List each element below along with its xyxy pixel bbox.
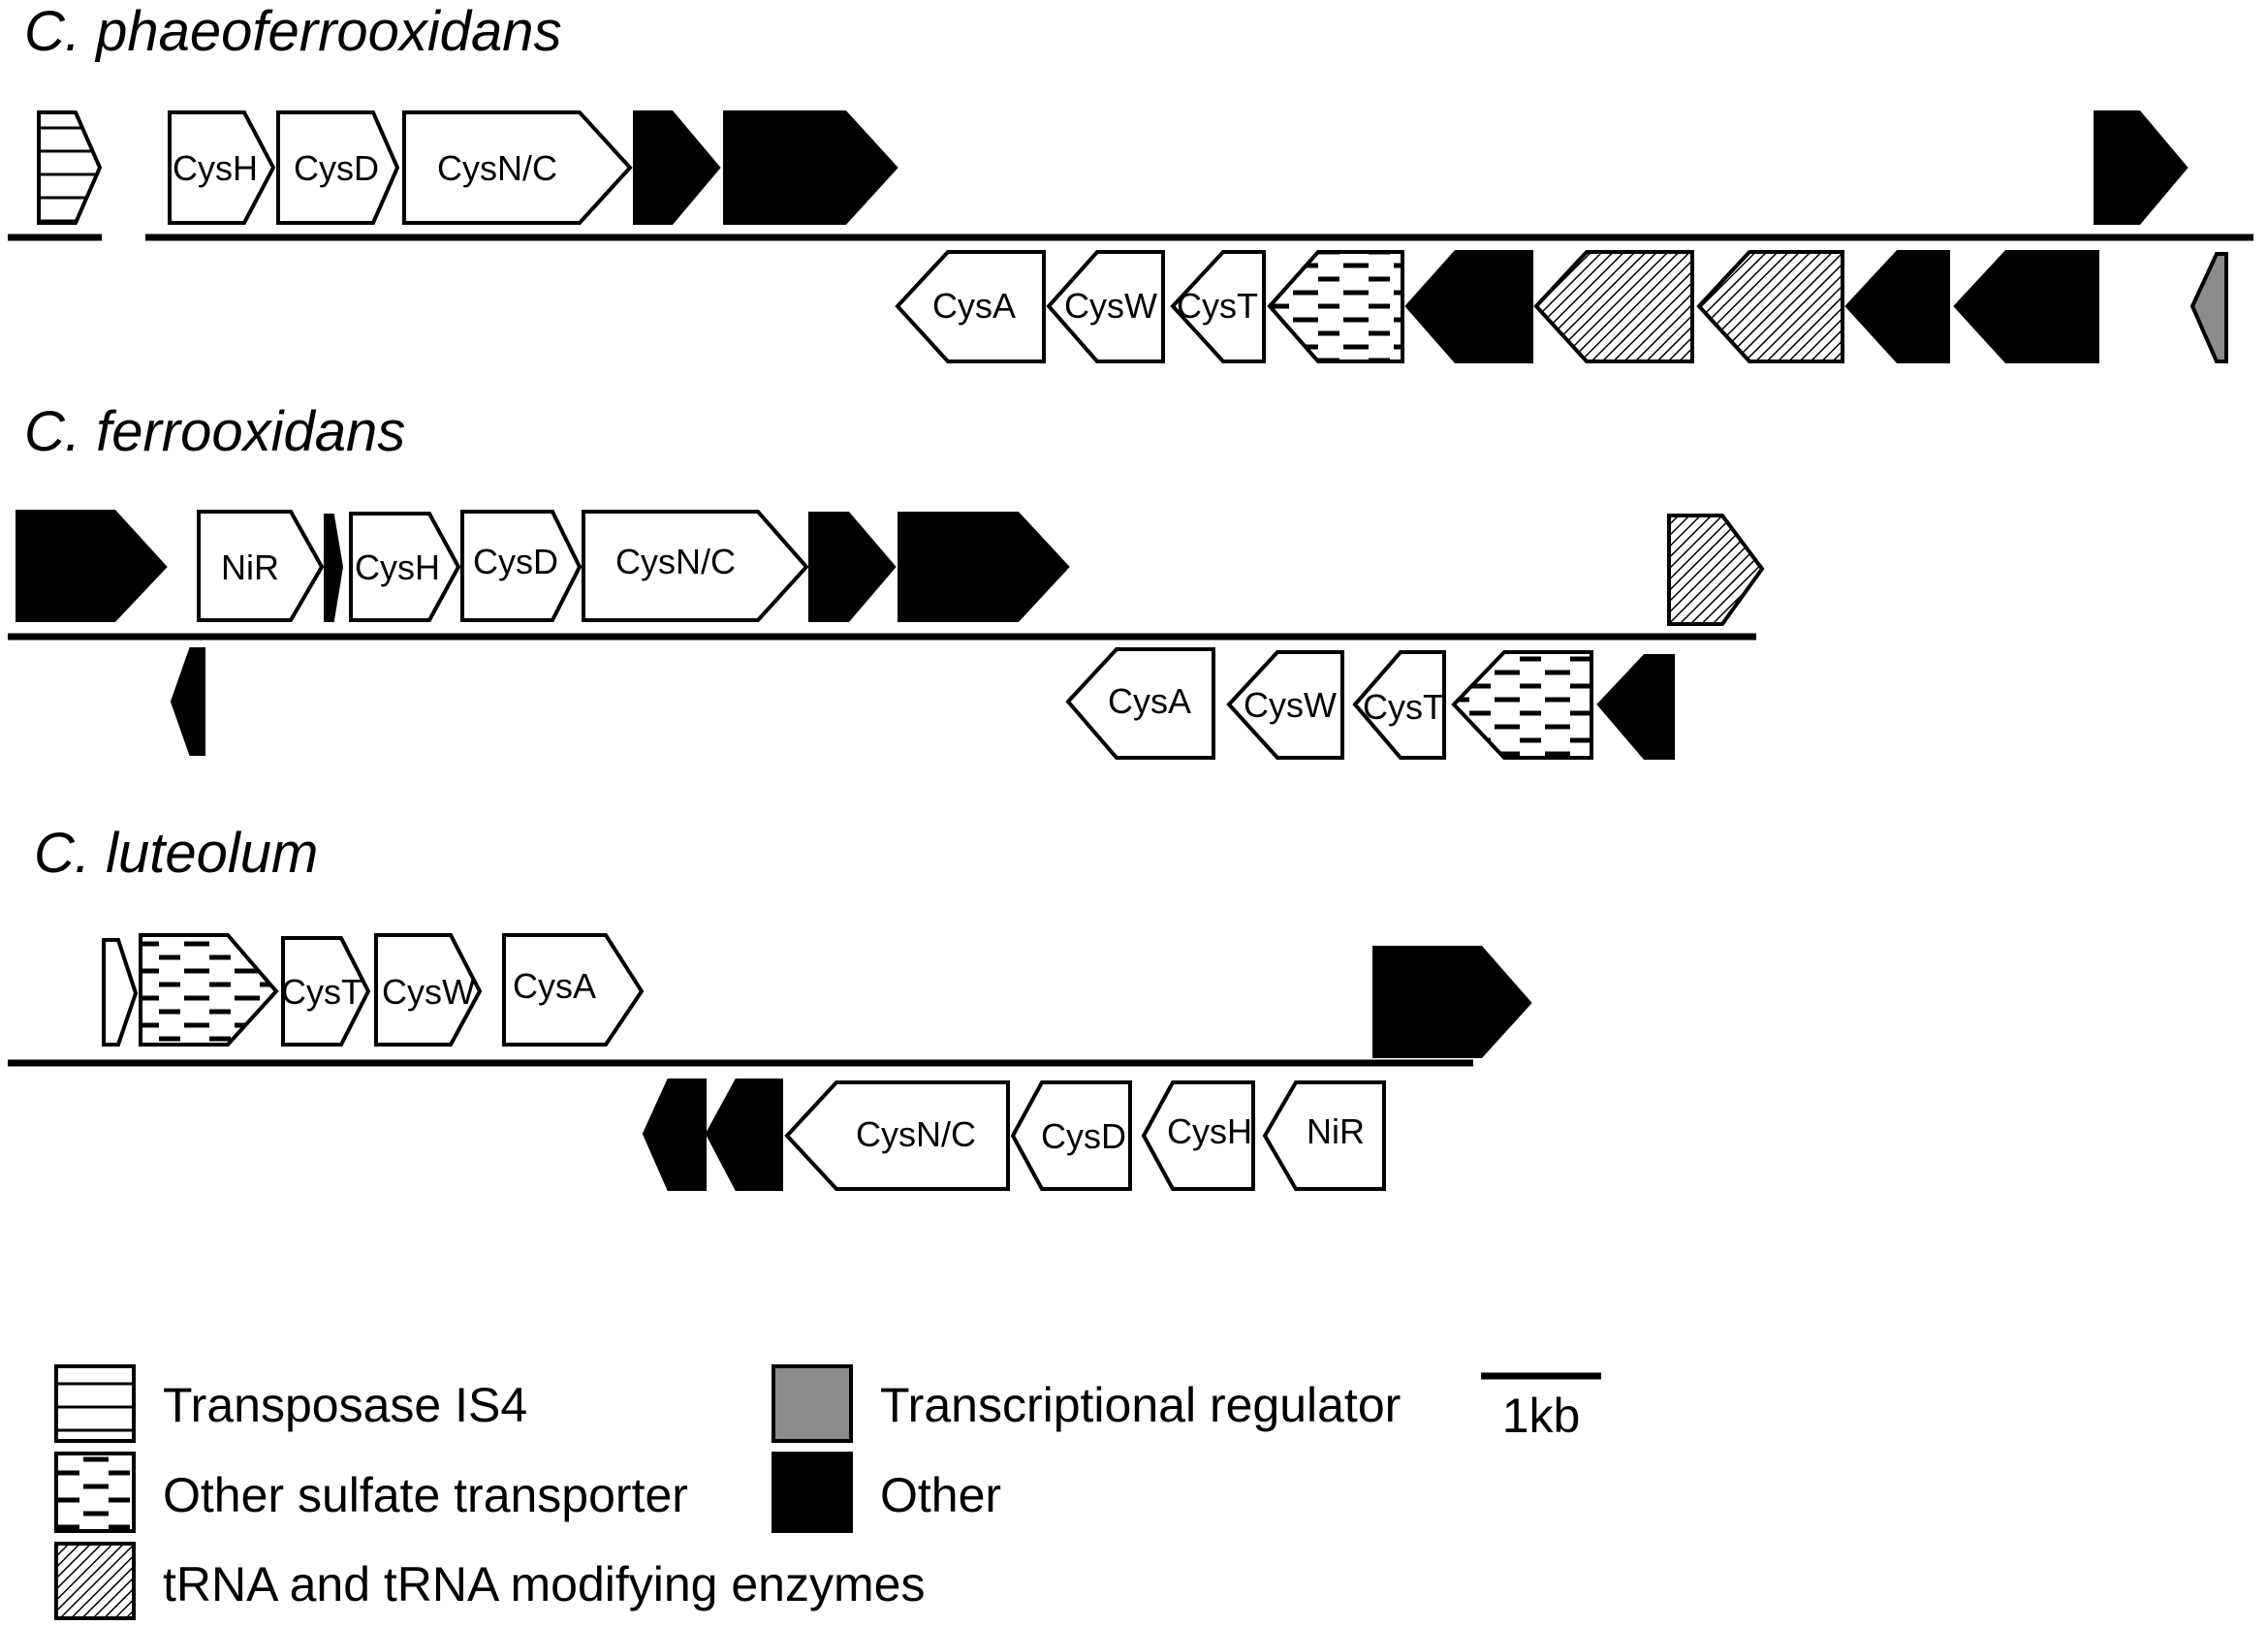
gene-cysh: CysH	[1141, 1080, 1255, 1191]
gene-transposase	[37, 110, 103, 225]
gene-label: CysA	[1108, 681, 1191, 721]
gene-cysn-c: CysN/C	[582, 510, 809, 622]
legend: Transposase IS4 Other sulfate transporte…	[54, 1364, 1601, 1620]
organism-title: C. phaeoferrooxidans	[24, 0, 562, 63]
legend-swatch	[772, 1452, 853, 1533]
gene-other	[898, 512, 1070, 622]
gene-other	[1844, 250, 1950, 363]
gene-label: CysN/C	[437, 148, 557, 188]
gene-sulfate-transporter	[139, 933, 279, 1047]
gene-label: CysD	[473, 542, 558, 581]
gene-other	[642, 1079, 707, 1191]
gene-cysd: CysD	[276, 110, 400, 225]
legend-label: Other	[880, 1468, 1001, 1522]
gene-label: CysT	[1177, 286, 1258, 326]
gene-other	[16, 510, 168, 622]
gene-label: CysN/C	[615, 542, 736, 581]
gene-cysd: CysD	[460, 510, 583, 622]
gene-other	[170, 647, 205, 756]
organism-c-ferrooxidans: C. ferrooxidans NiR CysH CysD CysN/C	[8, 400, 1765, 760]
gene-sulfate-transporter	[1451, 650, 1593, 760]
scale-bar: 1kb	[1481, 1372, 1601, 1443]
gene-cysh: CysH	[168, 110, 276, 225]
gene-cysa: CysA	[895, 250, 1046, 363]
gene-label: CysH	[355, 547, 440, 587]
gene-label: CysH	[1167, 1111, 1252, 1151]
gene-label: CysA	[513, 966, 596, 1006]
gene-other	[808, 512, 897, 622]
gene-other	[1596, 654, 1675, 760]
gene-label: CysT	[281, 972, 362, 1012]
gene-label: CysH	[173, 148, 258, 188]
gene-cysn-c: CysN/C	[784, 1080, 1010, 1191]
gene-other	[1404, 250, 1533, 363]
gene-sulfate-transporter	[1267, 250, 1404, 363]
gene-other	[1953, 250, 2099, 363]
gene-other	[1372, 946, 1532, 1058]
gene-cysw: CysW	[374, 933, 483, 1047]
scale-bar-label: 1kb	[1502, 1389, 1581, 1443]
gene-cysw: CysW	[1046, 250, 1165, 363]
gene-label: CysW	[1064, 286, 1157, 326]
legend-label: Transcriptional regulator	[880, 1378, 1401, 1432]
gene-other	[324, 514, 344, 622]
gene-cyst: CysT	[281, 936, 371, 1047]
legend-item-trna: tRNA and tRNA modifying enzymes	[54, 1542, 925, 1620]
gene-other	[633, 110, 721, 225]
legend-item-transcriptional-regulator: Transcriptional regulator	[772, 1364, 1401, 1443]
legend-item-transposase: Transposase IS4	[54, 1364, 527, 1443]
gene-label: CysW	[382, 972, 475, 1012]
gene-cysa: CysA	[1065, 647, 1215, 760]
gene-label: CysD	[294, 148, 379, 188]
gene-label: CysA	[932, 286, 1016, 326]
legend-label: tRNA and tRNA modifying enzymes	[163, 1557, 925, 1611]
gene-cyst: CysT	[1170, 250, 1266, 363]
legend-swatch	[54, 1452, 136, 1533]
gene-nir: NiR	[1262, 1080, 1386, 1191]
organism-title: C. luteolum	[34, 822, 318, 885]
legend-label: Other sulfate transporter	[163, 1468, 688, 1522]
gene-label: CysT	[1363, 687, 1444, 727]
gene-label: NiR	[1307, 1111, 1365, 1151]
gene-cysn-c: CysN/C	[402, 110, 633, 225]
organism-c-luteolum: C. luteolum CysT CysW CysA	[8, 822, 1532, 1191]
gene-other	[723, 110, 898, 225]
gene-cysd: CysD	[1010, 1080, 1132, 1191]
gene-cysw: CysW	[1226, 650, 1344, 760]
legend-item-sulfate-transporter: Other sulfate transporter	[54, 1452, 688, 1533]
legend-label: Transposase IS4	[163, 1378, 527, 1432]
gene-cysa: CysA	[502, 933, 645, 1047]
legend-swatch	[54, 1542, 136, 1620]
organism-title: C. ferrooxidans	[24, 400, 405, 463]
gene-trna	[1667, 514, 1765, 626]
legend-item-other: Other	[772, 1452, 1001, 1533]
gene-trna	[1696, 250, 1844, 363]
legend-swatch	[772, 1364, 853, 1443]
gene-label: CysD	[1041, 1116, 1126, 1156]
organism-c-phaeoferrooxidans: C. phaeoferrooxidans CysH CysD CysN/C	[8, 0, 2253, 363]
gene-transcriptional-regulator	[2189, 252, 2228, 363]
gene-label: NiR	[221, 547, 279, 587]
gene-other	[705, 1079, 783, 1191]
gene-other	[2094, 110, 2189, 225]
gene-small	[102, 938, 139, 1047]
gene-cyst: CysT	[1352, 650, 1446, 760]
gene-label: CysW	[1244, 685, 1337, 725]
gene-cysh: CysH	[349, 512, 461, 622]
gene-label: CysN/C	[856, 1114, 976, 1154]
legend-swatch	[54, 1364, 136, 1443]
gene-nir: NiR	[197, 510, 325, 622]
gene-trna	[1533, 250, 1694, 363]
